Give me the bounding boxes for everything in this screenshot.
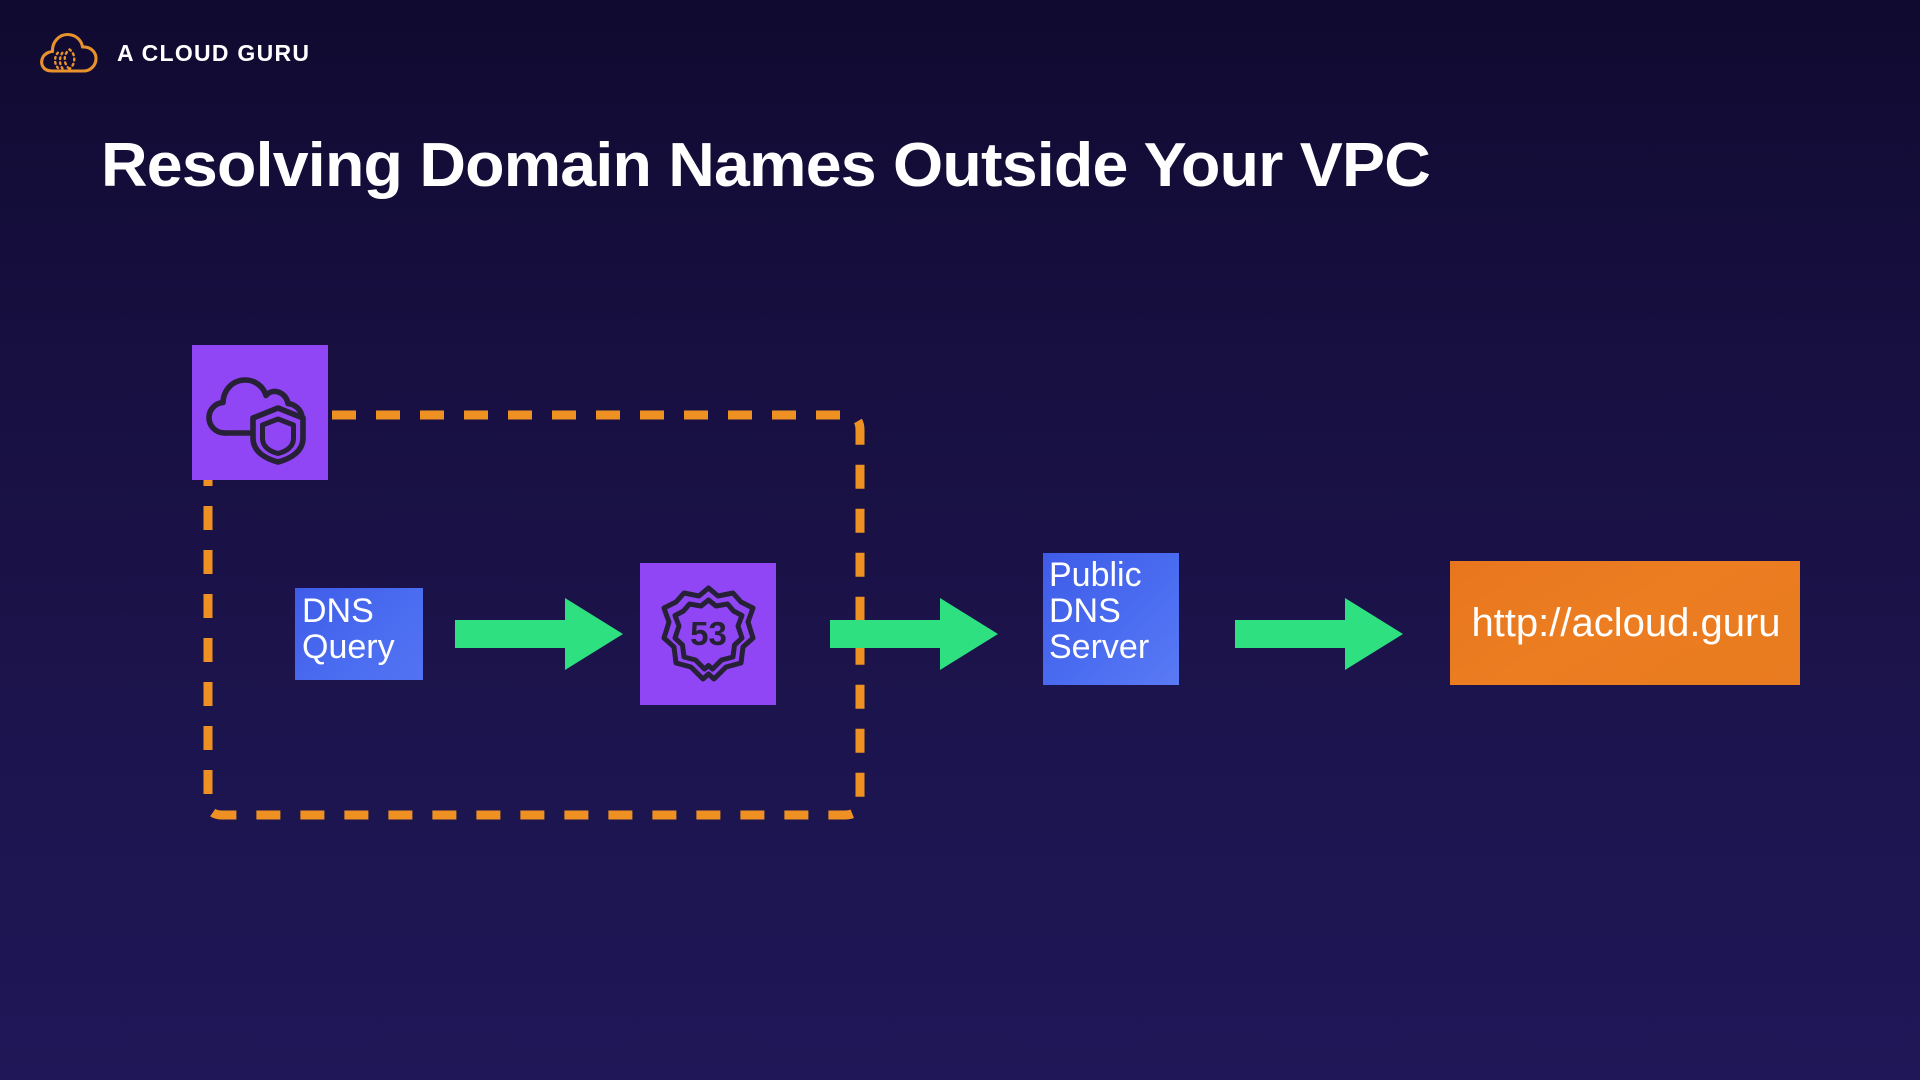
arrow-right-icon-3 (1235, 598, 1403, 670)
route53-number: 53 (690, 615, 727, 652)
public-dns-line-1: Public (1049, 556, 1142, 594)
page-title: Resolving Domain Names Outside Your VPC (101, 131, 1431, 200)
dns-query-line-1: DNS (302, 592, 374, 630)
public-dns-line-3: Server (1049, 628, 1150, 667)
route53-tile: 53 (640, 563, 776, 705)
public-dns-line-2: DNS (1049, 592, 1121, 631)
acg-cloud-logo-icon (38, 30, 100, 76)
url-tile: http://acloud.guru (1450, 561, 1800, 685)
url-label: http://acloud.guru (1471, 600, 1781, 645)
dns-query-tile: DNS Query (295, 588, 423, 680)
brand-name: A CLOUD GURU (117, 39, 311, 66)
dns-query-line-2: Query (302, 628, 395, 667)
vpc-cloud-tile (192, 345, 328, 480)
brand-logo: A CLOUD GURU (38, 30, 310, 76)
arrow-right-icon-2 (830, 598, 998, 670)
public-dns-server-tile: Public DNS Server (1043, 553, 1179, 685)
arrow-right-icon-1 (455, 598, 623, 670)
